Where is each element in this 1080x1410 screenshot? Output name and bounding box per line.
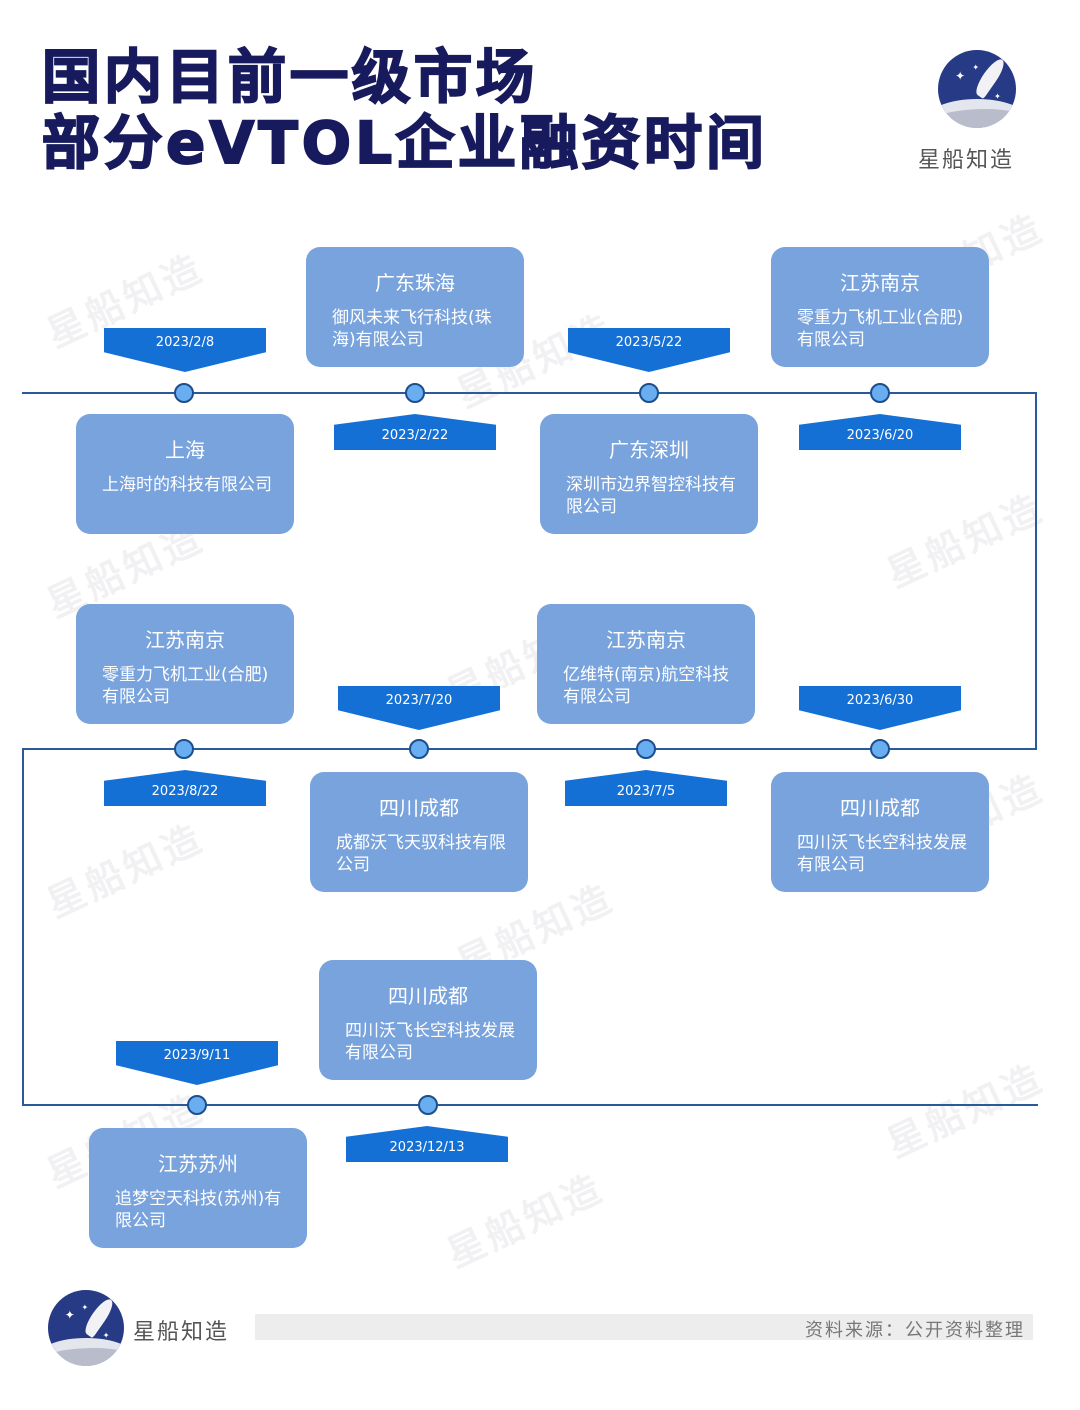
timeline-dot bbox=[636, 739, 656, 759]
company-name: 御风未来飞行科技(珠海)有限公司 bbox=[332, 308, 492, 350]
company-name: 追梦空天科技(苏州)有限公司 bbox=[115, 1189, 282, 1231]
date-flag: 2023/5/22 bbox=[568, 328, 730, 372]
company-card: 江苏苏州追梦空天科技(苏州)有限公司 bbox=[89, 1128, 307, 1248]
footer-logo-icon: ✦✦✦ bbox=[48, 1290, 124, 1366]
company-city: 上海 bbox=[165, 438, 205, 462]
company-card: 上海上海时的科技有限公司 bbox=[76, 414, 294, 534]
company-city: 江苏南京 bbox=[606, 628, 686, 652]
source-note: 资料来源：公开资料整理 bbox=[805, 1320, 1025, 1341]
source-bar: 资料来源：公开资料整理 bbox=[255, 1314, 1033, 1341]
company-name: 成都沃飞天驭科技有限公司 bbox=[336, 833, 506, 875]
company-name: 亿维特(南京)航空科技有限公司 bbox=[563, 665, 730, 707]
company-city: 江苏南京 bbox=[840, 271, 920, 295]
timeline-dot bbox=[870, 383, 890, 403]
date-flag: 2023/9/11 bbox=[116, 1041, 278, 1085]
timeline-row-3 bbox=[22, 1104, 1038, 1106]
watermark: 星船知造 bbox=[440, 1165, 611, 1277]
timeline-dot bbox=[405, 383, 425, 403]
timeline-dot bbox=[639, 383, 659, 403]
date-flag: 2023/8/22 bbox=[104, 770, 266, 806]
timeline-row-1 bbox=[22, 392, 1037, 394]
company-city: 四川成都 bbox=[388, 984, 468, 1008]
date-flag: 2023/2/8 bbox=[104, 328, 266, 372]
company-name: 四川沃飞长空科技发展有限公司 bbox=[797, 833, 967, 875]
company-city: 四川成都 bbox=[840, 796, 920, 820]
timeline-dot bbox=[418, 1095, 438, 1115]
watermark: 星船知造 bbox=[880, 485, 1051, 597]
watermark: 星船知造 bbox=[40, 815, 211, 927]
brand-name-footer: 星船知造 bbox=[133, 1320, 230, 1345]
page-title: 国内目前一级市场 部分eVTOL企业融资时间 bbox=[41, 43, 769, 177]
company-name: 零重力飞机工业(合肥)有限公司 bbox=[102, 665, 269, 707]
company-city: 广东珠海 bbox=[375, 271, 455, 295]
company-card: 江苏南京零重力飞机工业(合肥)有限公司 bbox=[76, 604, 294, 724]
company-card: 四川成都四川沃飞长空科技发展有限公司 bbox=[319, 960, 537, 1080]
timeline-connector-left bbox=[22, 748, 24, 1106]
date-flag: 2023/7/5 bbox=[565, 770, 727, 806]
brand-logo-icon: ✦✦✦ bbox=[938, 50, 1016, 128]
timeline-dot bbox=[174, 383, 194, 403]
company-name: 深圳市边界智控科技有限公司 bbox=[566, 475, 736, 517]
date-flag: 2023/2/22 bbox=[334, 414, 496, 450]
company-city: 江苏南京 bbox=[145, 628, 225, 652]
timeline-dot bbox=[187, 1095, 207, 1115]
company-name: 上海时的科技有限公司 bbox=[102, 475, 272, 495]
company-card: 江苏南京零重力飞机工业(合肥)有限公司 bbox=[771, 247, 989, 367]
company-card: 广东珠海御风未来飞行科技(珠海)有限公司 bbox=[306, 247, 524, 367]
company-name: 四川沃飞长空科技发展有限公司 bbox=[345, 1021, 515, 1063]
timeline-row-2 bbox=[22, 748, 1037, 750]
watermark: 星船知造 bbox=[880, 1055, 1051, 1167]
company-card: 江苏南京亿维特(南京)航空科技有限公司 bbox=[537, 604, 755, 724]
date-flag: 2023/12/13 bbox=[346, 1126, 508, 1162]
company-card: 广东深圳深圳市边界智控科技有限公司 bbox=[540, 414, 758, 534]
date-flag: 2023/6/20 bbox=[799, 414, 961, 450]
title-line-2: 部分eVTOL企业融资时间 bbox=[41, 109, 769, 177]
company-city: 四川成都 bbox=[379, 796, 459, 820]
title-line-1: 国内目前一级市场 bbox=[41, 43, 539, 111]
company-name: 零重力飞机工业(合肥)有限公司 bbox=[797, 308, 964, 350]
company-card: 四川成都四川沃飞长空科技发展有限公司 bbox=[771, 772, 989, 892]
timeline-dot bbox=[409, 739, 429, 759]
timeline-dot bbox=[870, 739, 890, 759]
date-flag: 2023/6/30 bbox=[799, 686, 961, 730]
timeline-connector-right bbox=[1035, 392, 1037, 750]
date-flag: 2023/7/20 bbox=[338, 686, 500, 730]
company-city: 江苏苏州 bbox=[158, 1152, 238, 1176]
brand-name-top: 星船知造 bbox=[918, 148, 1015, 173]
company-city: 广东深圳 bbox=[609, 438, 689, 462]
timeline-dot bbox=[174, 739, 194, 759]
company-card: 四川成都成都沃飞天驭科技有限公司 bbox=[310, 772, 528, 892]
